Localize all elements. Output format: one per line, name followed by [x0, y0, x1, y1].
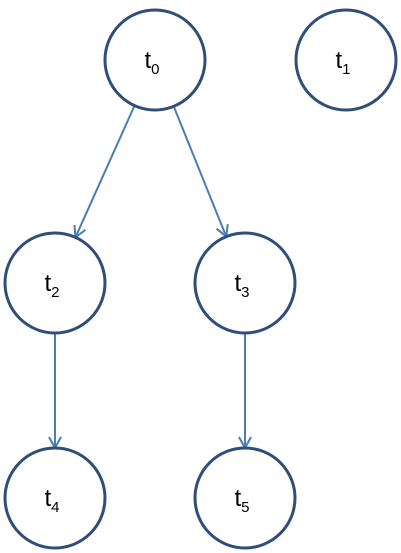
edges	[55, 105, 245, 447]
node-label-subscript: 4	[51, 499, 59, 516]
node-label-t4: t4	[44, 485, 59, 516]
node-label-base: t	[335, 47, 342, 74]
node-label-base: t	[234, 270, 241, 297]
node-t4: t4	[3, 446, 107, 550]
node-t1: t1	[294, 8, 398, 112]
node-label-subscript: 2	[51, 284, 59, 301]
node-t5: t5	[193, 446, 297, 550]
node-label-base: t	[144, 47, 151, 74]
node-t0: t0	[103, 8, 207, 112]
node-circle-t1	[294, 8, 398, 112]
node-circle-t4	[3, 446, 107, 550]
node-t3: t3	[193, 231, 297, 335]
node-label-t5: t5	[234, 485, 249, 516]
node-label-subscript: 0	[151, 61, 159, 78]
node-label-subscript: 1	[342, 61, 350, 78]
node-label-t2: t2	[44, 270, 59, 301]
node-label-base: t	[44, 485, 51, 512]
node-label-subscript: 5	[241, 499, 249, 516]
node-circle-t0	[103, 8, 207, 112]
node-label-t1: t1	[335, 47, 350, 78]
edge-t0-t2	[76, 105, 136, 237]
node-label-t0: t0	[144, 47, 159, 78]
node-label-t3: t3	[234, 270, 249, 301]
node-label-base: t	[44, 270, 51, 297]
node-label-subscript: 3	[241, 284, 249, 301]
node-t2: t2	[3, 231, 107, 335]
node-circle-t3	[193, 231, 297, 335]
node-circle-t2	[3, 231, 107, 335]
edge-t0-t3	[172, 105, 226, 235]
node-circle-t5	[193, 446, 297, 550]
node-label-base: t	[234, 485, 241, 512]
